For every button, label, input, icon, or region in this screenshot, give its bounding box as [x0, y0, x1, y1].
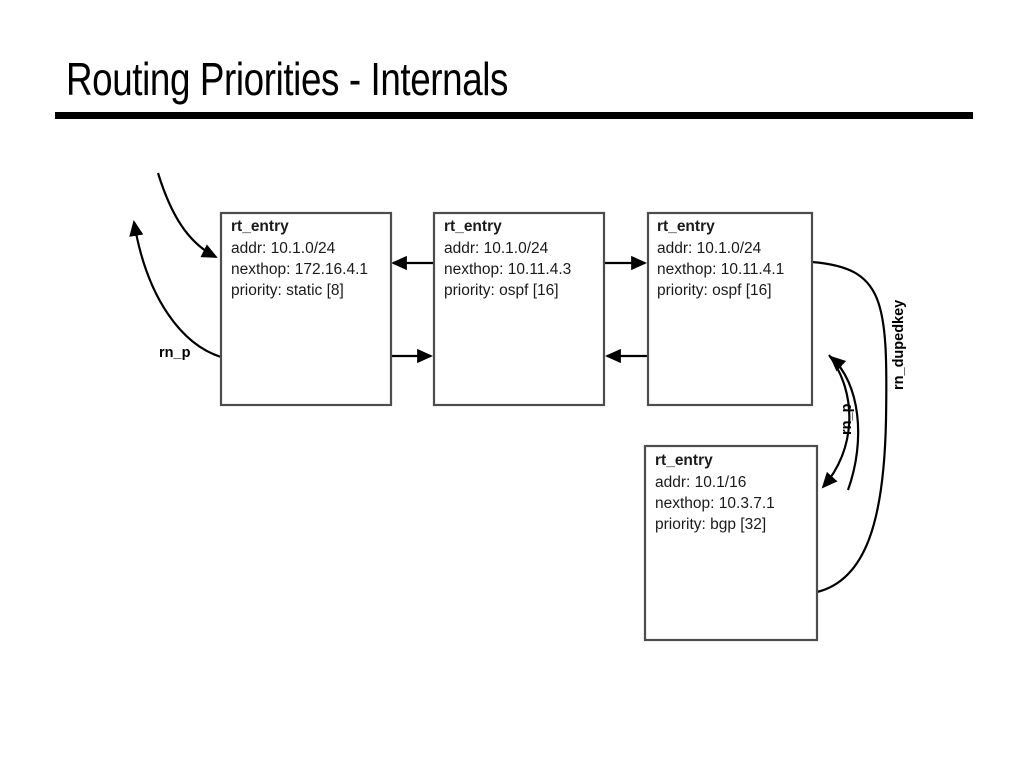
node-ospf-a-priority: priority: ospf [16]: [444, 282, 559, 299]
node-ospf-b-nexthop: nexthop: 10.11.4.1: [657, 261, 784, 278]
node-ospf-b-addr: addr: 10.1.0/24: [657, 240, 762, 257]
node-ospf-b[interactable]: rt_entry addr: 10.1.0/24 nexthop: 10.11.…: [646, 211, 814, 407]
node-static[interactable]: rt_entry addr: 10.1.0/24 nexthop: 172.16…: [219, 211, 393, 407]
edge-group-left-rn-p: [129, 172, 222, 359]
edge-ospfb-to-bgp: [821, 354, 851, 489]
node-ospf-b-priority: priority: ospf [16]: [657, 282, 772, 299]
node-bgp-box: [643, 444, 819, 642]
edge-group-right-curves: [811, 260, 888, 594]
node-ospf-a[interactable]: rt_entry addr: 10.1.0/24 nexthop: 10.11.…: [432, 211, 606, 407]
node-bgp-title: rt_entry: [655, 452, 713, 469]
node-ospf-a-box: [432, 211, 606, 407]
edge-bgp-to-ospfb: [829, 355, 860, 491]
node-ospf-a-addr: addr: 10.1.0/24: [444, 240, 549, 257]
label-rn-dupedkey: rn_dupedkey: [891, 300, 907, 390]
node-bgp-nexthop: nexthop: 10.3.7.1: [655, 495, 775, 512]
node-ospf-a-title: rt_entry: [444, 218, 502, 235]
node-bgp-priority: priority: bgp [32]: [655, 516, 766, 533]
edge-incoming-to-static: [156, 172, 218, 258]
node-bgp[interactable]: rt_entry addr: 10.1/16 nexthop: 10.3.7.1…: [643, 444, 819, 642]
edge-static-to-parent: [129, 220, 222, 359]
node-static-box: [219, 211, 393, 407]
node-static-title: rt_entry: [231, 218, 289, 235]
node-ospf-b-box: [646, 211, 814, 407]
label-left-rn-p: rn_p: [159, 345, 191, 361]
label-right-rn-p: rn_p: [839, 403, 855, 435]
node-ospf-a-nexthop: nexthop: 10.11.4.3: [444, 261, 571, 278]
page-title: Routing Priorities - Internals: [66, 53, 509, 105]
edge-rn-dupedkey: [811, 260, 888, 594]
node-static-priority: priority: static [8]: [231, 282, 344, 299]
node-static-addr: addr: 10.1.0/24: [231, 240, 336, 257]
node-static-nexthop: nexthop: 172.16.4.1: [231, 261, 368, 278]
title-divider: [55, 112, 973, 119]
node-bgp-addr: addr: 10.1/16: [655, 474, 746, 491]
node-ospf-b-title: rt_entry: [657, 218, 715, 235]
